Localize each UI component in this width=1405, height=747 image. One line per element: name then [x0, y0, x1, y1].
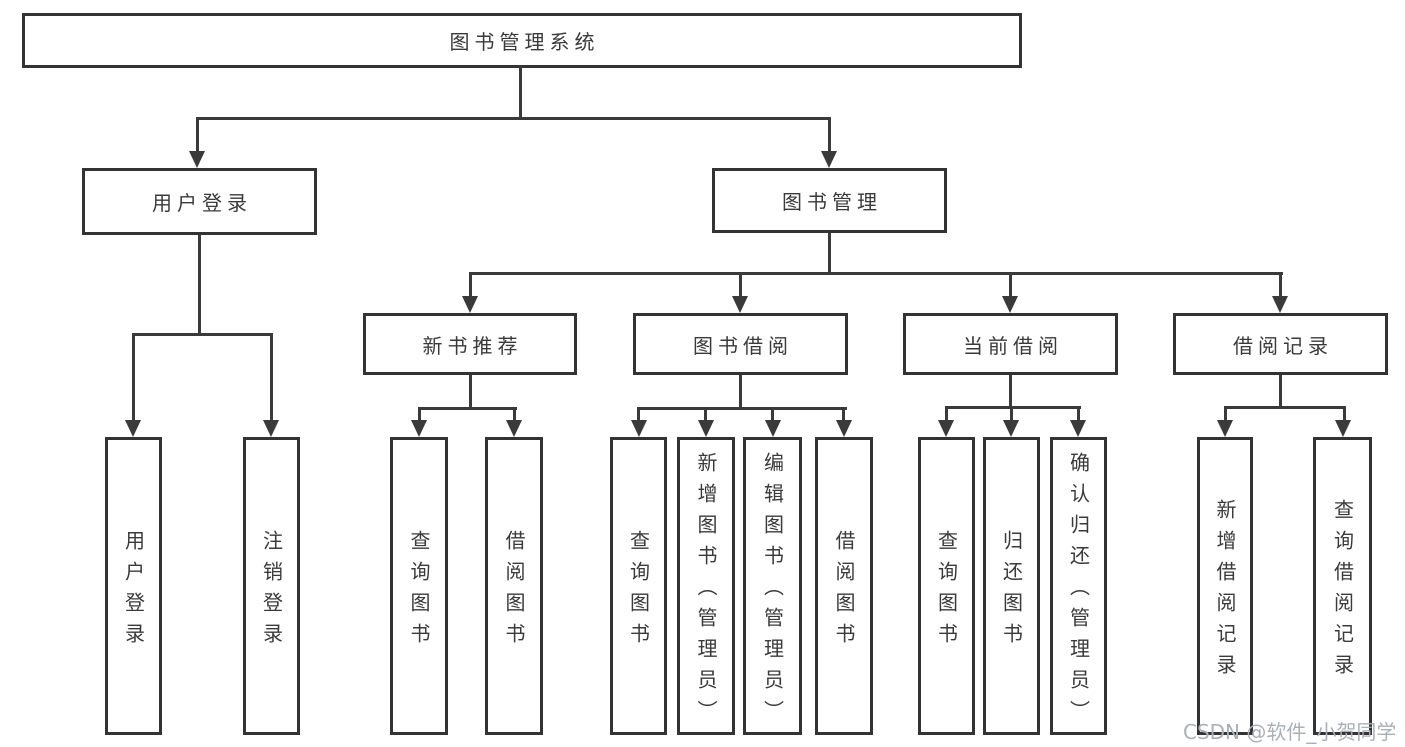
connector-line: [637, 407, 847, 410]
arrowhead-down-icon: [189, 151, 205, 168]
node-leaf-query-borrow-record: 查询借阅记录: [1313, 437, 1372, 735]
arrowhead-down-icon: [411, 420, 427, 437]
leaf-label: 新增借阅记录: [1213, 498, 1237, 685]
connector-line: [270, 333, 273, 422]
node-book-borrow: 图书借阅: [633, 313, 848, 375]
node-borrow-records: 借阅记录: [1173, 313, 1388, 375]
arrowhead-down-icon: [1070, 420, 1086, 437]
arrowhead-down-icon: [1217, 420, 1233, 437]
connector-line: [418, 407, 517, 410]
node-leaf-query-books-2: 查询图书: [610, 437, 667, 735]
connector-line: [739, 375, 742, 410]
arrowhead-down-icon: [263, 420, 279, 437]
node-leaf-confirm-return: 确认归还（管理员）: [1050, 437, 1107, 735]
connector-line: [469, 272, 472, 298]
leaf-label: 编辑图书（管理员）: [760, 452, 785, 731]
node-user-login-label: 用户登录: [152, 191, 252, 215]
csdn-watermark: CSDN @软件_小贺同学: [1183, 720, 1397, 744]
arrowhead-down-icon: [836, 420, 852, 437]
connector-line: [1077, 406, 1080, 422]
node-leaf-query-books-1: 查询图书: [390, 437, 448, 735]
connector-line: [828, 117, 831, 153]
leaf-label: 归还图书: [999, 529, 1024, 654]
leaf-label: 用户登录: [121, 529, 146, 654]
node-new-books: 新书推荐: [363, 313, 577, 375]
arrowhead-down-icon: [1272, 296, 1288, 313]
leaf-label: 借阅图书: [832, 529, 856, 654]
leaf-label: 查询图书: [934, 529, 959, 654]
connector-line: [1224, 406, 1227, 422]
arrowhead-down-icon: [698, 420, 714, 437]
connector-line: [1343, 406, 1346, 422]
leaf-label: 查询图书: [626, 529, 651, 654]
node-book-mgmt-label: 图书管理: [782, 190, 882, 214]
connector-line: [198, 235, 201, 335]
leaf-label: 借阅图书: [502, 529, 526, 654]
node-leaf-logout: 注销登录: [243, 437, 300, 735]
connector-line: [196, 117, 831, 120]
node-user-login: 用户登录: [82, 168, 317, 235]
leaf-label: 查询借阅记录: [1330, 498, 1355, 685]
connector-line: [842, 407, 845, 422]
connector-line: [1010, 406, 1013, 422]
arrowhead-down-icon: [732, 296, 748, 313]
node-book-mgmt: 图书管理: [712, 168, 947, 233]
node-leaf-borrow-books-1: 借阅图书: [485, 437, 543, 735]
arrowhead-down-icon: [125, 420, 141, 437]
connector-line: [513, 407, 516, 422]
connector-line: [945, 406, 1081, 409]
connector-line: [519, 66, 522, 119]
node-root-label: 图书管理系统: [449, 30, 600, 54]
connector-line: [469, 272, 1283, 275]
connector-line: [704, 407, 707, 422]
node-leaf-add-borrow-record: 新增借阅记录: [1197, 437, 1253, 735]
arrowhead-down-icon: [631, 420, 647, 437]
connector-line: [828, 233, 831, 275]
node-leaf-borrow-books-2: 借阅图书: [815, 437, 873, 735]
arrowhead-down-icon: [938, 420, 954, 437]
connector-line: [637, 407, 640, 422]
connector-line: [196, 117, 199, 153]
connector-line: [132, 333, 135, 422]
leaf-label: 新增图书（管理员）: [694, 452, 718, 731]
arrowhead-down-icon: [1003, 420, 1019, 437]
node-current-borrow-label: 当前借阅: [963, 333, 1063, 358]
connector-line: [469, 375, 472, 410]
node-leaf-return-books: 归还图书: [983, 437, 1040, 735]
node-borrow-records-label: 借阅记录: [1233, 333, 1333, 358]
node-leaf-add-books: 新增图书（管理员）: [677, 437, 735, 735]
node-root: 图书管理系统: [22, 13, 1022, 68]
arrowhead-down-icon: [1002, 296, 1018, 313]
arrowhead-down-icon: [462, 296, 478, 313]
arrowhead-down-icon: [506, 420, 522, 437]
leaf-label: 查询图书: [407, 529, 431, 654]
leaf-label: 注销登录: [259, 529, 284, 654]
connector-line: [132, 333, 273, 336]
connector-line: [1279, 375, 1282, 409]
connector-line: [418, 407, 421, 422]
arrowhead-down-icon: [1335, 420, 1351, 437]
node-leaf-user-login: 用户登录: [105, 437, 162, 735]
node-leaf-edit-books: 编辑图书（管理员）: [743, 437, 802, 735]
node-book-borrow-label: 图书借阅: [693, 333, 793, 358]
connector-line: [739, 272, 742, 298]
connector-line: [1009, 375, 1012, 409]
connector-line: [1009, 272, 1012, 298]
connector-line: [771, 407, 774, 422]
connector-line: [1224, 406, 1346, 409]
leaf-label: 确认归还（管理员）: [1066, 452, 1091, 731]
connector-line: [945, 406, 948, 422]
node-current-borrow: 当前借阅: [903, 313, 1118, 375]
node-new-books-label: 新书推荐: [422, 333, 523, 358]
node-leaf-query-books-3: 查询图书: [918, 437, 975, 735]
arrowhead-down-icon: [821, 151, 837, 168]
arrowhead-down-icon: [765, 420, 781, 437]
connector-line: [1279, 272, 1282, 298]
